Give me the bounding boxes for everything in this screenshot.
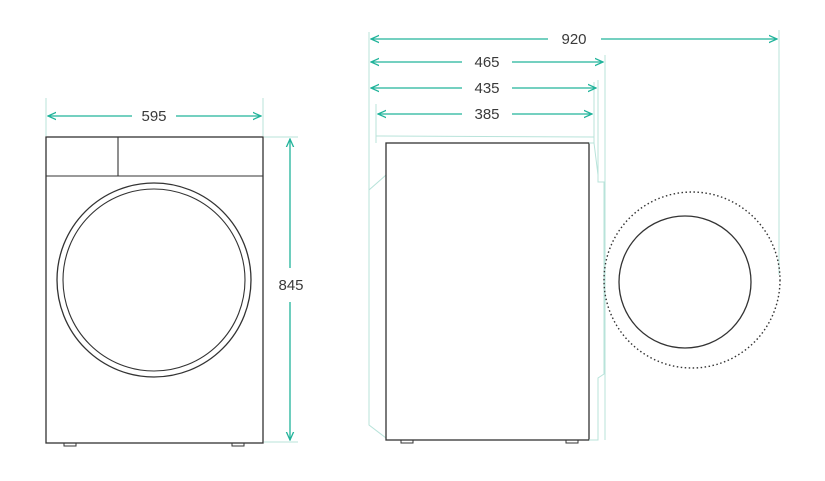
depth-465-label: 465 xyxy=(474,54,499,71)
front-foot-right xyxy=(231,442,245,447)
side-foot-back xyxy=(400,439,414,444)
depth-385-label: 385 xyxy=(474,106,499,123)
width-label: 595 xyxy=(141,108,166,125)
side-foot-front xyxy=(565,439,579,444)
top-guide xyxy=(375,135,595,138)
depth-435-label: 435 xyxy=(474,80,499,97)
depth-total-label: 920 xyxy=(561,31,586,48)
side-view: 920 465 435 385 xyxy=(368,30,781,444)
door-profile xyxy=(589,142,605,441)
front-foot-left xyxy=(63,442,77,447)
height-label: 845 xyxy=(278,277,303,294)
door-outer-ring xyxy=(56,182,252,378)
open-door-glass xyxy=(618,215,752,349)
front-body xyxy=(45,136,264,444)
door-inner-ring xyxy=(62,188,246,372)
side-body xyxy=(385,142,590,441)
front-view: 595 845 xyxy=(45,98,304,447)
door-swing-path xyxy=(603,191,781,369)
rear-panel-outline xyxy=(368,174,387,439)
